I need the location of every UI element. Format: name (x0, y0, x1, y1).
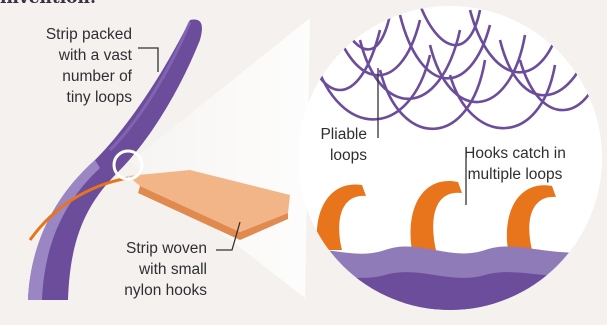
loops-strip-label: Strip packed with a vast number of tiny … (46, 24, 132, 108)
loops-strip-leader (138, 48, 158, 72)
hooks-catch-label: Hooks catch in multiple loops (450, 143, 580, 185)
hooks-strip-label: Strip woven with small nylon hooks (124, 238, 207, 301)
pliable-loops-label: Pliable loops (320, 124, 367, 166)
base-waves-dark (290, 272, 607, 325)
